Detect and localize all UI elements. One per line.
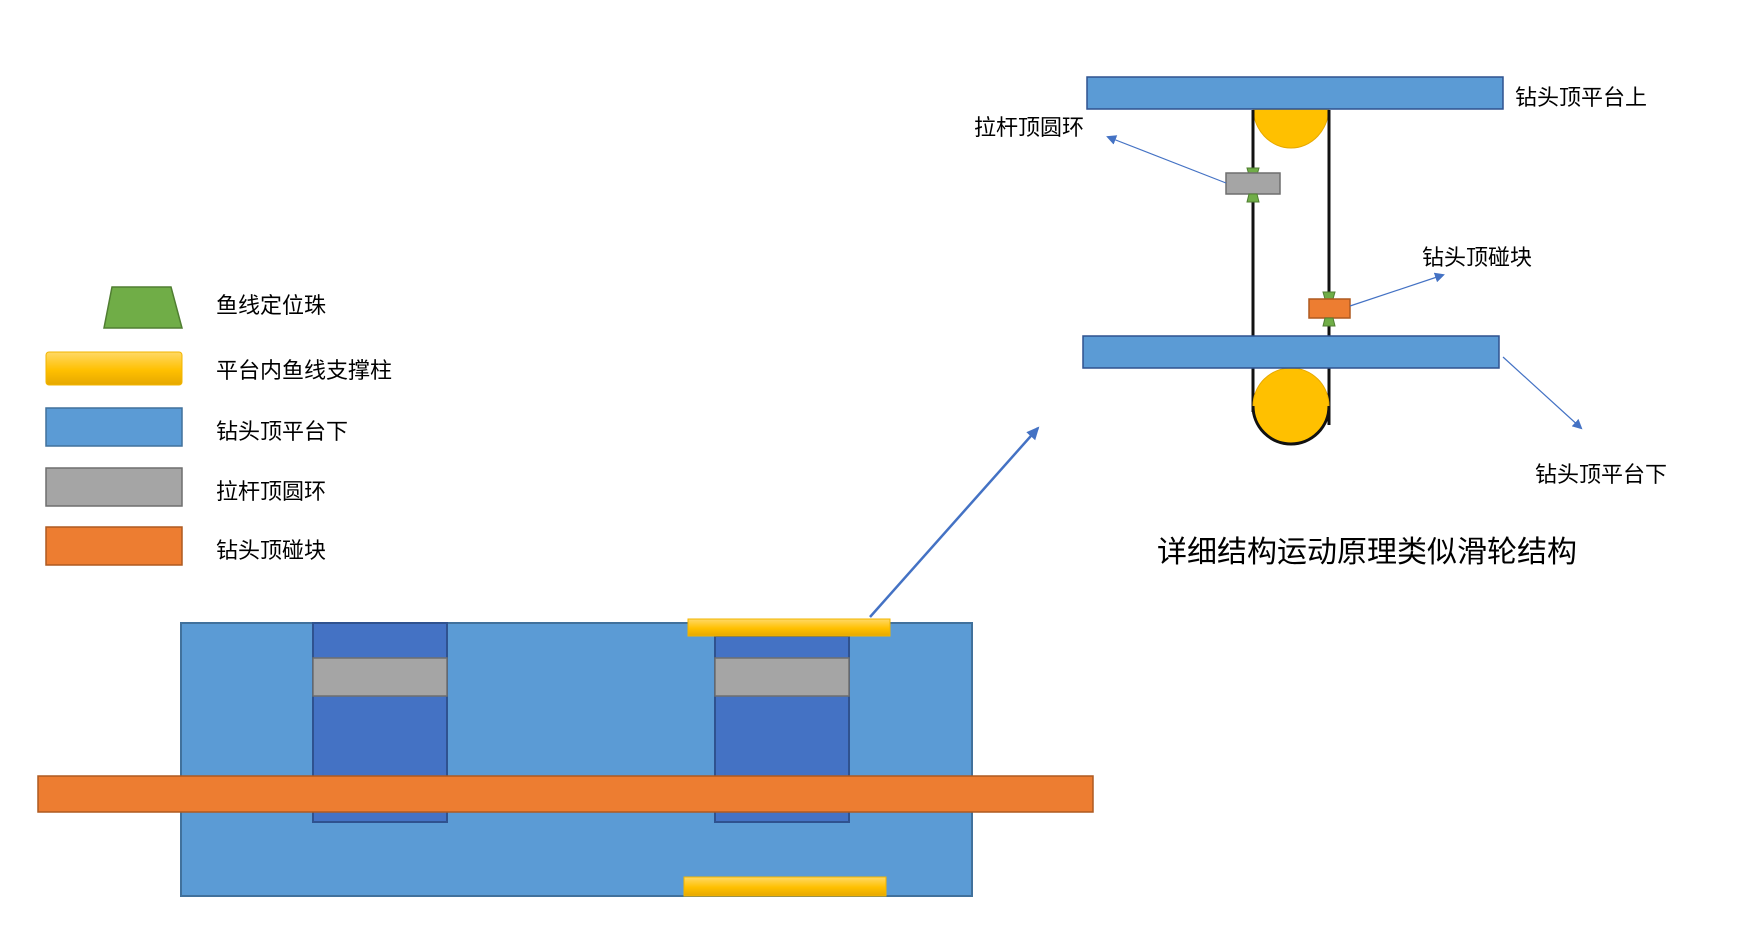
arrow-hit-block <box>1349 272 1445 307</box>
support-pillar-swatch <box>45 351 183 386</box>
legend-item-lower-platform: 钻头顶平台下 <box>45 407 348 447</box>
lower-platform-swatch <box>45 407 183 447</box>
bottom-platform <box>1082 335 1500 369</box>
label-hit-block: 钻头顶碰块 <box>1422 246 1532 271</box>
legend-item-ring: 拉杆顶圆环 <box>45 467 326 507</box>
arrow-pull-ring <box>1106 135 1227 184</box>
bottom-string-loop <box>1251 405 1331 446</box>
bottom-support-pillar <box>683 876 887 897</box>
legend-item-block: 钻头顶碰块 <box>45 526 326 566</box>
legend-label-bead: 鱼线定位珠 <box>216 294 326 319</box>
hit-block-swatch <box>45 526 183 566</box>
main-platform-body <box>180 622 973 897</box>
arrow-bottom-platform <box>1502 356 1583 430</box>
structure-caption: 详细结构运动原理类似滑轮结构 <box>1157 535 1577 570</box>
legend-item-support: 平台内鱼线支撑柱 <box>45 351 392 386</box>
fishing-line-bead-swatch <box>103 286 183 329</box>
right-pull-ring <box>714 657 850 697</box>
legend-label-lower-platform: 钻头顶平台下 <box>216 420 348 445</box>
label-bottom-platform: 钻头顶平台下 <box>1535 463 1667 488</box>
detail-hit-block <box>1308 298 1351 319</box>
zoom-arrow <box>869 426 1040 618</box>
label-pull-ring: 拉杆顶圆环 <box>974 116 1084 141</box>
bottom-assembly <box>37 618 1094 897</box>
detail-pull-ring <box>1225 172 1281 195</box>
legend-label-support: 平台内鱼线支撑柱 <box>216 359 392 384</box>
top-support-pillar <box>687 618 891 637</box>
detail-view: 钻头顶平台上 拉杆顶圆环 钻头顶碰块 钻头顶平台下 详细结构运动原理类似滑轮结构 <box>974 76 1667 570</box>
legend-label-ring: 拉杆顶圆环 <box>216 480 326 505</box>
legend: 鱼线定位珠 平台内鱼线支撑柱 钻头顶平台下 拉杆顶圆环 钻头顶碰块 <box>45 286 392 566</box>
bead-upper-2 <box>1246 193 1260 203</box>
top-platform <box>1086 76 1504 110</box>
legend-label-block: 钻头顶碰块 <box>216 539 326 564</box>
legend-item-bead: 鱼线定位珠 <box>103 286 326 329</box>
bead-lower-1 <box>1322 291 1336 300</box>
hit-block-bar <box>37 775 1094 813</box>
pull-ring-swatch <box>45 467 183 507</box>
top-pulley <box>1252 106 1330 149</box>
bead-lower-2 <box>1322 317 1336 327</box>
label-top-platform: 钻头顶平台上 <box>1515 86 1647 111</box>
left-pull-ring <box>312 657 448 697</box>
